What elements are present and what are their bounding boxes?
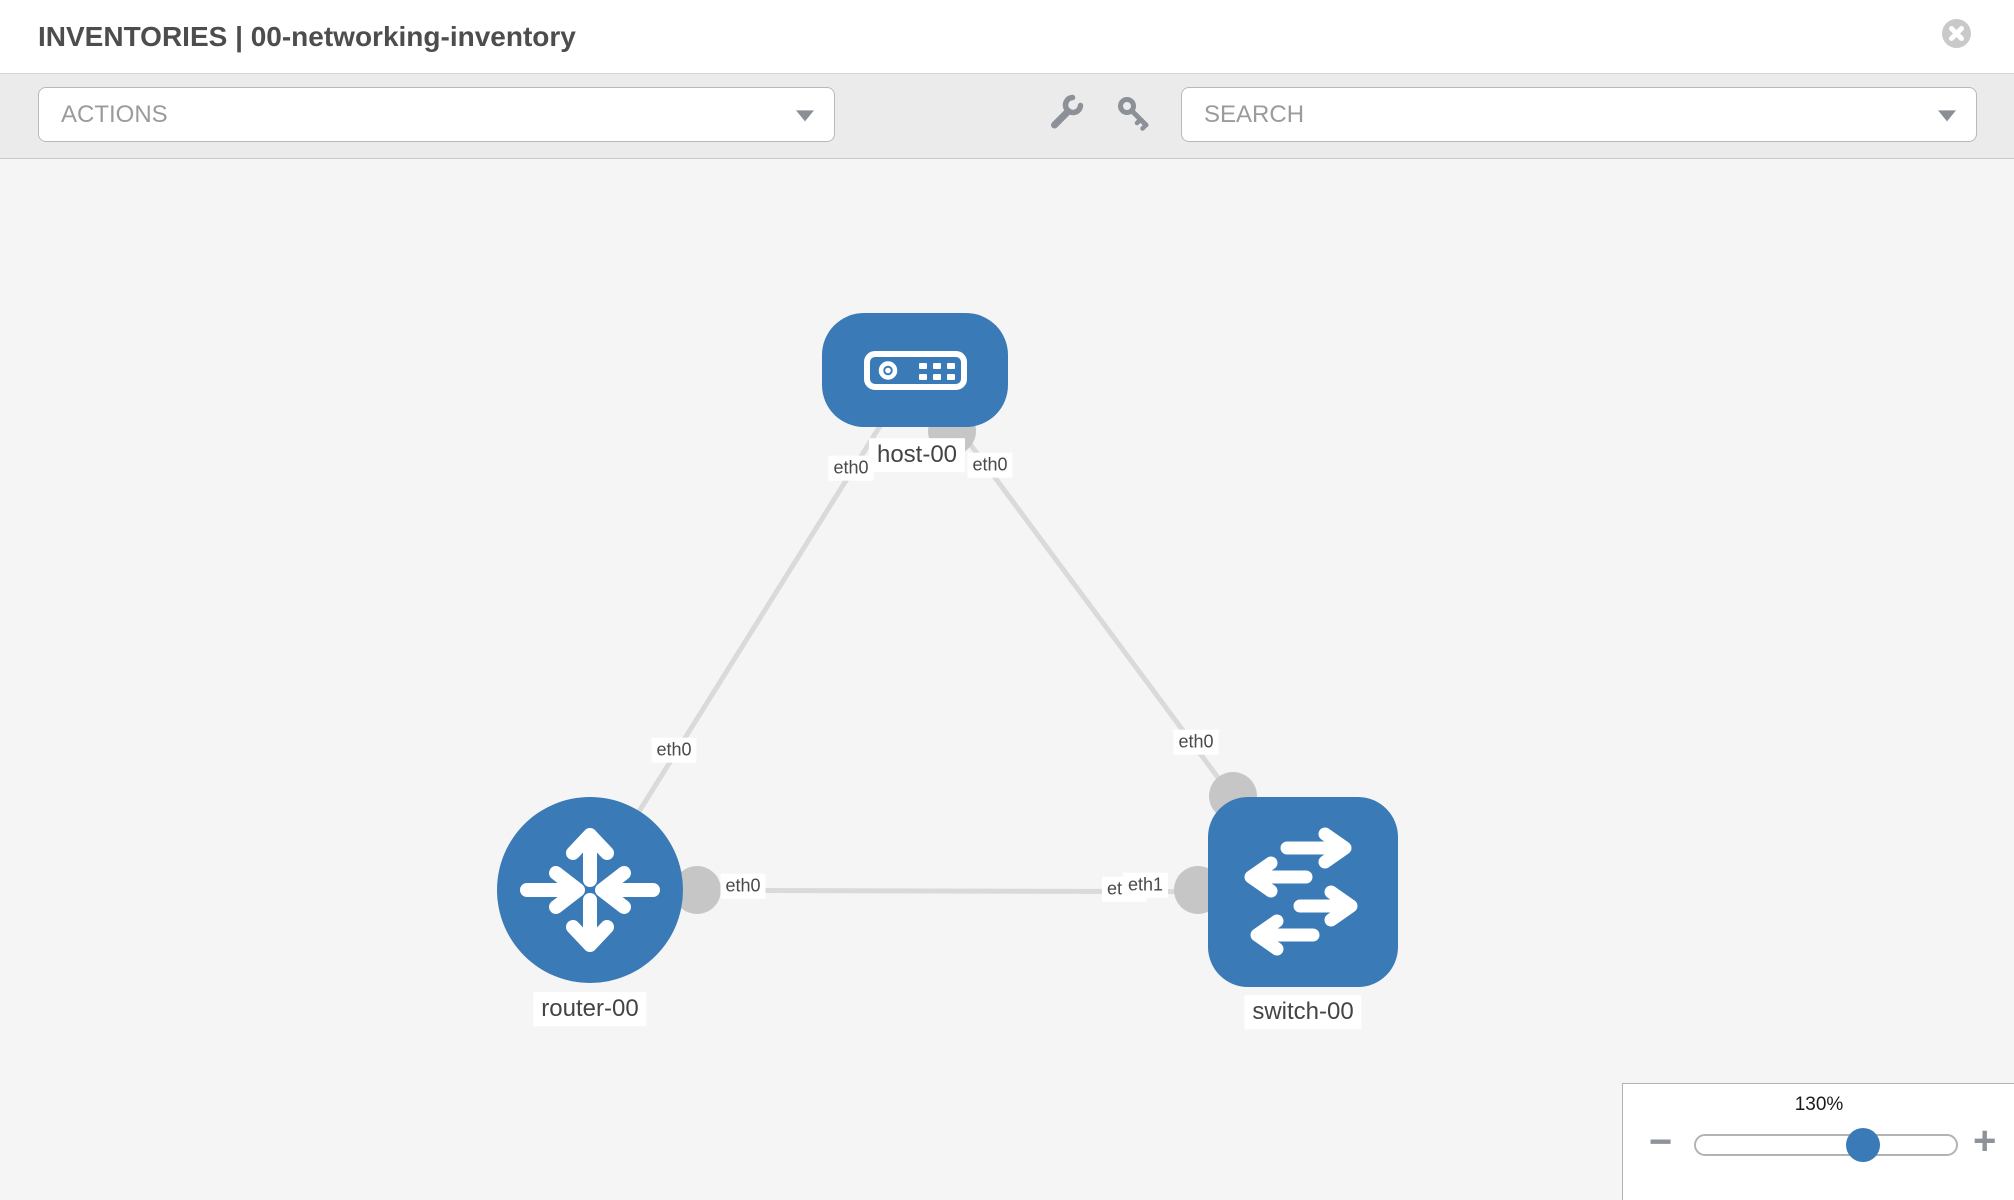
zoom-out-button[interactable]: − xyxy=(1649,1120,1673,1164)
interface-label: eth0 xyxy=(651,737,697,763)
actions-dropdown-label: ACTIONS xyxy=(61,100,168,128)
header: INVENTORIES | 00-networking-inventory xyxy=(0,0,2014,73)
zoom-slider-track[interactable] xyxy=(1694,1134,1958,1156)
node-host[interactable] xyxy=(822,313,1008,427)
switch-icon xyxy=(1244,827,1358,956)
node-router[interactable] xyxy=(497,797,683,983)
interface-label: eth0 xyxy=(967,452,1013,478)
node-switch[interactable] xyxy=(1208,797,1398,987)
router-icon xyxy=(520,828,660,952)
topology-svg xyxy=(497,313,1398,987)
node-label-switch: switch-00 xyxy=(1244,995,1362,1029)
interface-label: eth0 xyxy=(1173,729,1219,755)
interface-label: eth1 xyxy=(1123,872,1169,898)
close-button[interactable] xyxy=(1942,19,1971,48)
wrench-icon[interactable] xyxy=(1047,94,1087,134)
chevron-down-icon xyxy=(796,109,814,121)
search-dropdown-label: SEARCH xyxy=(1204,100,1305,128)
zoom-in-button[interactable]: + xyxy=(1973,1119,1997,1163)
toolbar: ACTIONS SEARCH xyxy=(0,73,2014,159)
actions-dropdown[interactable]: ACTIONS xyxy=(38,87,835,142)
page-title: INVENTORIES | 00-networking-inventory xyxy=(38,20,576,52)
close-icon xyxy=(1949,26,1964,41)
key-icon[interactable] xyxy=(1115,94,1155,134)
interface-dot-router-right[interactable] xyxy=(673,866,721,914)
topology-canvas[interactable]: eth0 eth0 eth0 eth0 eth0 eth0 eth1 host-… xyxy=(0,159,2014,1200)
chevron-down-icon xyxy=(1938,109,1956,121)
zoom-slider-handle[interactable] xyxy=(1846,1128,1880,1162)
node-label-host: host-00 xyxy=(868,438,966,472)
interface-label: eth0 xyxy=(720,873,766,899)
zoom-level: 130% xyxy=(1794,1094,1844,1115)
zoom-panel: 130% − + xyxy=(1622,1083,2014,1200)
node-label-router: router-00 xyxy=(533,992,647,1026)
interface-label: eth0 xyxy=(828,455,874,481)
search-dropdown[interactable]: SEARCH xyxy=(1181,87,1977,142)
host-icon xyxy=(864,351,967,390)
